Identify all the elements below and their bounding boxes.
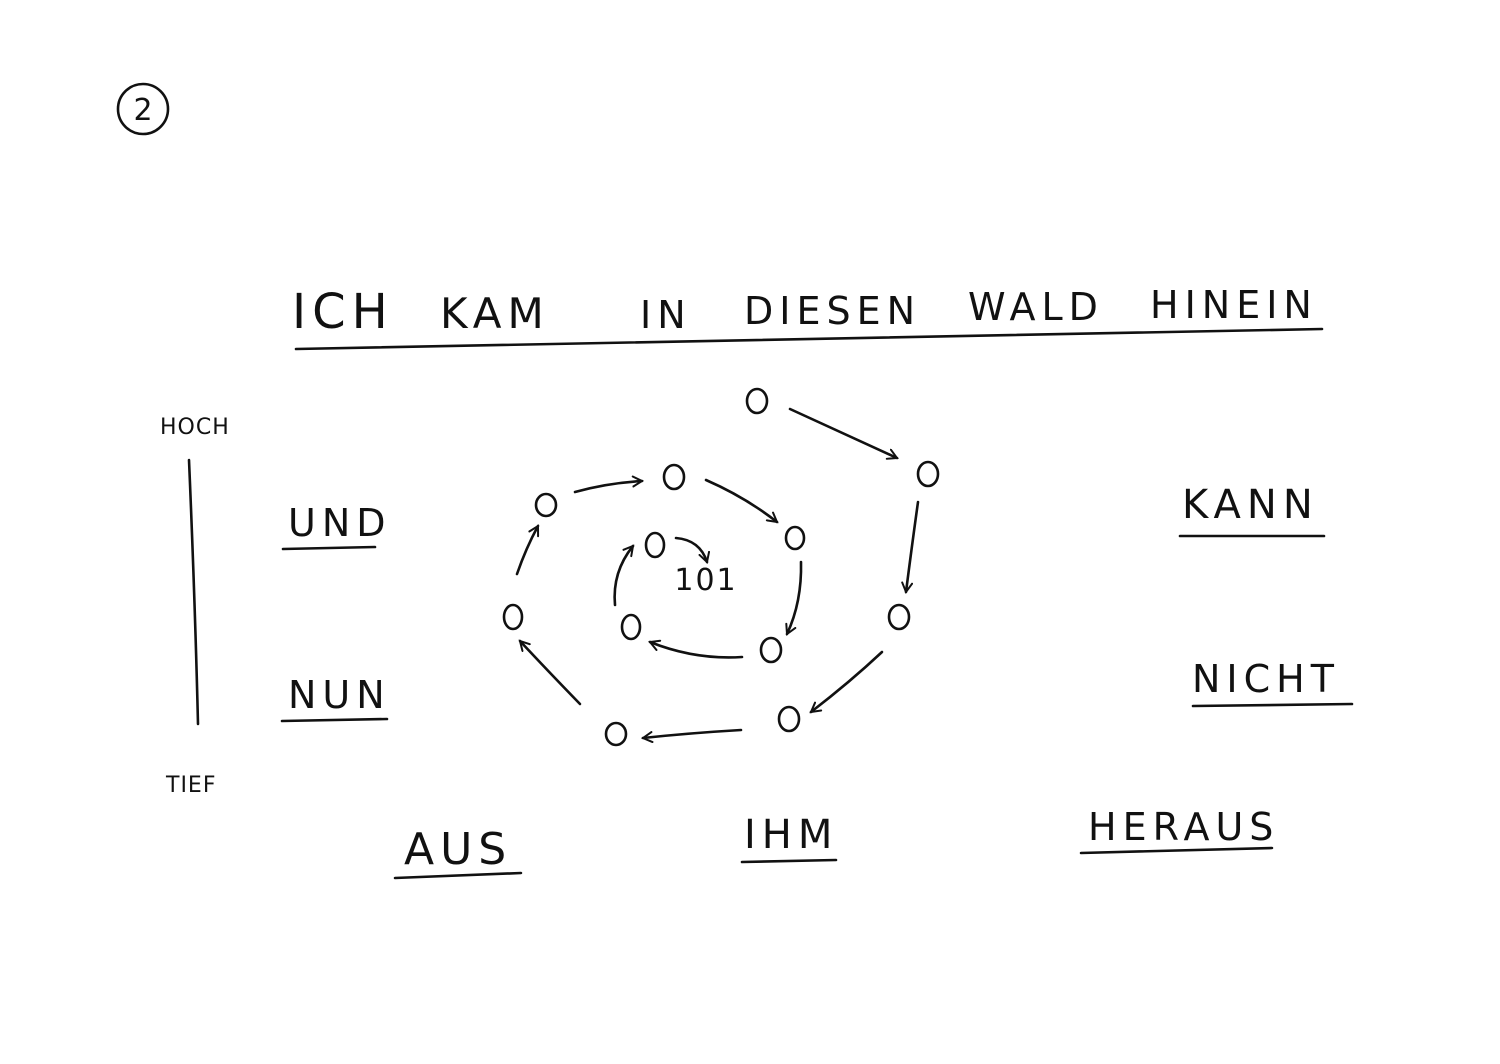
spiral-arrow [787, 560, 803, 634]
word-und: UND [288, 501, 392, 545]
spiral-node [620, 613, 642, 641]
word-nicht-underline [1191, 702, 1354, 708]
spiral-nodes [502, 387, 940, 747]
spiral-arrow [613, 546, 635, 607]
headline: ICH KAM IN DIESEN WALD HINEIN [292, 283, 1324, 351]
spiral-node [784, 525, 806, 551]
scale-line [187, 458, 200, 726]
word-ihm-underline [740, 858, 838, 864]
page-number-text: 2 [133, 93, 152, 128]
spiral-center-label: 101 [674, 563, 737, 598]
word-nun: NUN [288, 673, 391, 717]
right-words: KANN NICHT [1178, 482, 1354, 708]
word-ihm: IHM [744, 812, 838, 858]
left-words: UND NUN [280, 501, 392, 723]
spiral-node [534, 492, 558, 518]
spiral-arrow [788, 407, 897, 458]
word-und-underline [281, 545, 377, 551]
word-nun-underline [280, 717, 389, 723]
word-heraus: HERAUS [1088, 805, 1279, 849]
spiral-arrow [515, 526, 540, 576]
spiral-node [916, 460, 940, 488]
spiral-node [502, 603, 524, 631]
spiral-node [777, 705, 801, 733]
word-kann: KANN [1182, 482, 1319, 528]
spiral-arrow [650, 642, 744, 659]
vertical-scale: HOCH TIEF [160, 415, 230, 798]
spiral-node [887, 603, 911, 631]
spiral-arrows [515, 407, 920, 738]
spiral-arrow [520, 641, 582, 706]
word-aus-underline [393, 871, 523, 880]
headline-word-wald: WALD [968, 285, 1104, 329]
headline-word-hinein: HINEIN [1150, 283, 1318, 327]
bottom-words: AUS IHM HERAUS [393, 805, 1279, 880]
word-heraus-underline [1079, 846, 1274, 855]
headline-word-ich: ICH [292, 284, 394, 340]
word-nicht: NICHT [1192, 657, 1340, 701]
spiral-node [745, 387, 769, 415]
spiral-node [662, 463, 686, 491]
scale-bottom-label: TIEF [165, 773, 216, 798]
page-number-circle [116, 82, 170, 136]
headline-word-diesen: DIESEN [744, 289, 921, 333]
headline-word-kam: KAM [440, 289, 550, 338]
spiral-arrow [573, 481, 642, 494]
scale-top-label: HOCH [160, 415, 230, 440]
spiral-node [759, 636, 783, 664]
spiral-arrow [811, 650, 884, 714]
spiral-node [604, 721, 628, 747]
page-number-badge: 2 [116, 82, 170, 136]
spiral-diagram: 101 [502, 387, 940, 747]
word-aus: AUS [404, 824, 512, 875]
spiral-arrow [704, 478, 777, 524]
spiral-arrow [674, 536, 707, 562]
headline-underline [294, 327, 1324, 351]
spiral-arrow [643, 728, 743, 738]
spiral-node [644, 531, 666, 559]
spiral-arrow [906, 500, 920, 592]
headline-word-in: IN [640, 293, 692, 337]
